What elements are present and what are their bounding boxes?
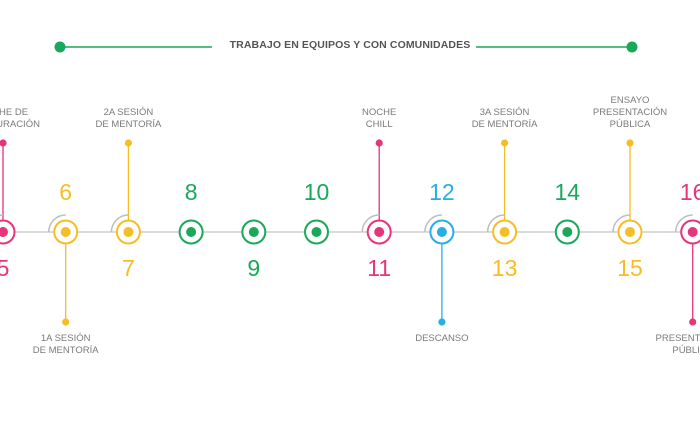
node-arc-decoration [674,214,693,233]
node-arc-decoration [0,214,4,217]
banner-dot-right [626,41,638,53]
day-number: 14 [554,179,581,205]
day-node-dot [186,227,197,237]
day-node-dot [0,227,8,237]
node-arc-decoration [424,214,442,233]
day-number: 15 [617,255,643,281]
connector-dot [438,318,446,326]
day-number: 13 [491,255,518,281]
day-node-dot [625,227,635,237]
node-arc-decoration [361,214,380,233]
day-number: 16 [679,179,700,205]
event-label: PRESENTACIÓN PÚBLICA [655,333,700,356]
day-number: 9 [247,255,261,281]
day-node-dot [499,227,510,237]
day-number: 10 [303,179,330,205]
banner-title: TRABAJO EN EQUIPOS Y CON COMUNIDADES [229,39,471,51]
event-label: NOCHE CHILL [362,107,397,130]
day-number: 8 [184,179,198,205]
day-node-dot [374,227,385,237]
day-number: 7 [121,255,135,281]
day-number: 5 [0,255,10,281]
day-number: 11 [367,255,392,281]
node-arc-decoration [612,214,631,233]
day-node-dot [436,227,447,237]
event-label: DESCANSO [415,333,469,344]
event-label: 3a SESIÓN DE MENTORÍA [471,107,538,130]
connector-dot [62,318,70,326]
event-label: 1a SESIÓN DE MENTORÍA [32,333,99,356]
connector-dot [124,139,132,147]
node-arc-decoration [47,214,66,233]
day-number: 12 [429,179,455,205]
event-label: 2a SESIÓN DE MENTORÍA [95,107,162,130]
day-number: 6 [59,179,73,205]
day-node-dot [311,227,322,237]
event-label: NOCHE DE INAUGURACIÓN [0,107,40,130]
connector-dot [626,139,634,147]
day-node-dot [60,227,71,237]
connector-dot [689,318,697,326]
event-label: ENSAYO PRESENTACIÓN PÚBLICA [592,95,668,130]
day-node-dot [562,227,573,237]
node-arc-decoration [110,214,129,233]
day-node-dot [687,227,698,237]
banner-dot-left [54,41,66,53]
node-arc-decoration [486,214,505,233]
day-node-dot [248,227,259,237]
connector-dot [501,139,509,147]
connector-dot [0,139,7,147]
day-node-dot [123,227,134,237]
connector-dot [375,139,383,147]
